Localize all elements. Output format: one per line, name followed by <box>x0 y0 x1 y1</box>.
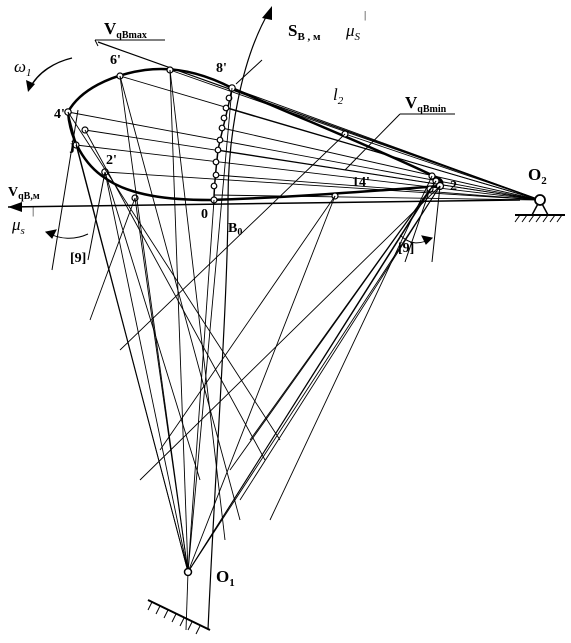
theta-right-label: [9] <box>398 241 414 256</box>
o2-label: O2 <box>528 165 547 187</box>
theta-left-label: [9] <box>70 251 86 266</box>
mu-s-top-sup: | <box>364 9 366 21</box>
l2-label: l2 <box>333 85 344 107</box>
sb-m-label: SB , м <box>288 21 321 43</box>
point-label-14p: 14' <box>352 175 370 190</box>
o1-pivot <box>183 567 193 577</box>
point-label-j: j <box>69 139 75 154</box>
point-label-6p: 6' <box>110 53 121 68</box>
sb-axis-curve <box>207 9 271 631</box>
vq-bmin-label: VqBmin <box>405 93 447 115</box>
omega-arrow <box>26 57 73 92</box>
radial-lines-o1 <box>67 69 441 631</box>
label-leaders <box>94 39 455 171</box>
theta-left <box>44 109 106 271</box>
point-label-2: 2 <box>450 179 457 194</box>
b0-label: B0 <box>228 221 242 238</box>
mu-s-left-label: μs <box>11 215 25 237</box>
sb-axis-arrow <box>262 6 272 20</box>
point-label-4p: 4' <box>54 107 65 122</box>
vq-bmax-label: VqBmax <box>104 19 147 41</box>
mu-s-left-sup: | <box>32 205 34 217</box>
velocity-axis <box>7 199 521 208</box>
tangent-lines <box>67 69 441 541</box>
mu-s-top-label: μS <box>345 21 361 43</box>
coupler-curve-lower <box>66 111 441 202</box>
o1-label: O1 <box>216 567 235 589</box>
omega1-label: ω1 <box>14 57 32 79</box>
point-label-2p: 2' <box>106 153 117 168</box>
zero-label: 0 <box>201 207 208 222</box>
curve-nodes <box>64 66 546 206</box>
ground-support-o1 <box>147 599 211 635</box>
vqb-m-label: VqB,м <box>8 185 40 202</box>
point-label-8p: 8' <box>216 61 227 76</box>
velocity-axis-arrow <box>8 202 22 212</box>
theta-right <box>399 185 441 263</box>
radial-lines-o2 <box>67 41 541 201</box>
